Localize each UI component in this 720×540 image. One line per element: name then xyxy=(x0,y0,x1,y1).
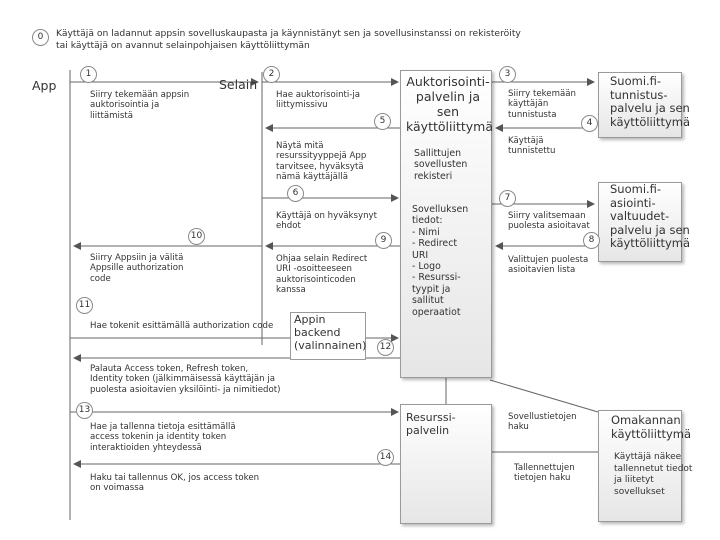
omakannan-note: Käyttäjä näkee tallennetut tiedot ja lii… xyxy=(614,452,693,497)
step-text-9: Ohjaa selain Redirect URI -osoitteeseen … xyxy=(276,254,368,296)
step-badge-4: 4 xyxy=(581,115,598,132)
auth-server-box xyxy=(400,70,492,378)
connector-auth-omakannan xyxy=(489,379,599,413)
step-text-13: Hae ja tallenna tietoja esittämällä acce… xyxy=(90,422,236,453)
actor-resource-server: Resurssi- palvelin xyxy=(406,411,456,437)
step-badge-12: 12 xyxy=(377,339,394,356)
step-badge-0: 0 xyxy=(32,29,49,46)
step-badge-6: 6 xyxy=(287,185,304,202)
actor-browser: Selain xyxy=(219,77,258,92)
step-badge-11: 11 xyxy=(76,297,93,314)
step-text-4: Käyttäjä tunnistettu xyxy=(508,136,556,157)
edge-label-sovellustietojen-haku: Sovellustietojen haku xyxy=(508,412,577,433)
step-text-7: Siirry valitsemaan puolesta asioitavat xyxy=(508,211,590,232)
step-text-2: Hae auktorisointi-ja liittymissivu xyxy=(276,90,361,111)
step-text-12: Palauta Access token, Refresh token, Ide… xyxy=(90,364,281,395)
step-text-8: Valittujen puolesta asioitavien lista xyxy=(508,255,589,276)
step-text-10: Siirry Appsiin ja välitä Appsille author… xyxy=(90,253,184,284)
step-badge-13: 13 xyxy=(76,402,93,419)
actor-suomi-auth: Suomi.fi- tunnistus- palvelu ja sen käyt… xyxy=(610,74,691,129)
step-text-5: Näytä mitä resurssityyppejä App tarvitse… xyxy=(276,141,367,183)
header-text: Käyttäjä on ladannut appsin sovelluskaup… xyxy=(56,28,521,51)
actor-auth-server: Auktorisointi- palvelin ja sen käyttölii… xyxy=(406,74,493,134)
step-text-14: Haku tai tallennus OK, jos access token … xyxy=(90,473,260,494)
step-badge-2: 2 xyxy=(263,66,280,83)
suomi-authz-box xyxy=(598,182,682,262)
suomi-auth-box xyxy=(598,72,682,138)
actor-backend: Appin backend (valinnainen) xyxy=(294,313,367,352)
registry-title: Sallittujen sovellusten rekisteri xyxy=(414,148,468,182)
step-badge-7: 7 xyxy=(499,190,516,207)
edge-label-tallennettujen-haku: Tallennettujen tietojen haku xyxy=(514,463,575,484)
step-badge-1: 1 xyxy=(80,66,97,83)
step-text-11: Hae tokenit esittämällä authorization co… xyxy=(90,321,274,331)
actor-app: App xyxy=(32,78,57,93)
actor-suomi-authz: Suomi.fi- asiointi- valtuudet- palvelu j… xyxy=(610,182,691,250)
omakannan-box xyxy=(598,410,682,522)
step-text-3: Siirry tekemään käyttäjän tunnistusta xyxy=(508,89,576,120)
actor-omakannan: Omakannan käyttöliittymä xyxy=(611,413,692,441)
step-badge-9: 9 xyxy=(375,232,392,249)
step-badge-5: 5 xyxy=(374,113,391,130)
step-badge-8: 8 xyxy=(583,232,600,249)
step-badge-3: 3 xyxy=(499,66,516,83)
step-text-6: Käyttäjä on hyväksynyt ehdot xyxy=(276,211,377,232)
step-text-1: Siirry tekemään appsin auktorisointia ja… xyxy=(90,90,190,121)
registry-details: Sovelluksen tiedot: - Nimi - Redirect UR… xyxy=(412,204,469,318)
step-badge-10: 10 xyxy=(188,228,205,245)
resource-server-box xyxy=(400,404,492,524)
backend-box xyxy=(290,312,366,360)
step-badge-14: 14 xyxy=(377,449,394,466)
